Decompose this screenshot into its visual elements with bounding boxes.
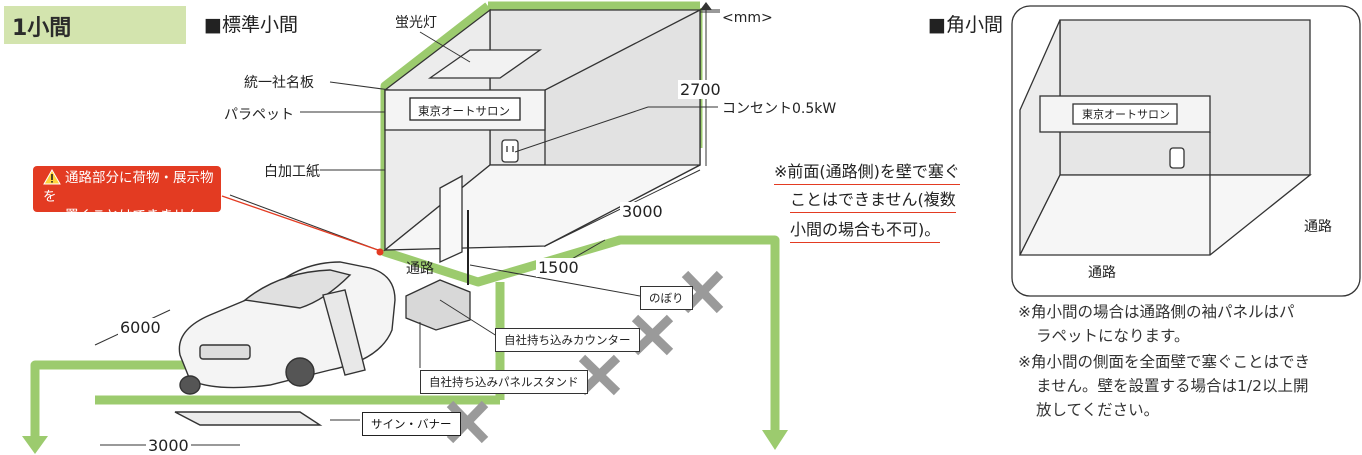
corner-aisle-right: 通路 — [1304, 219, 1332, 235]
arrow-right-down — [762, 430, 788, 450]
warning-line-1: 通路部分に荷物・展示物を — [43, 170, 214, 205]
corner-booth-title: ■角小間 — [928, 14, 1003, 36]
corner-plate — [1072, 103, 1178, 125]
booth-ceiling-light — [427, 49, 543, 79]
warning-pointer-dot — [376, 248, 384, 256]
dim-arrow-top — [700, 2, 712, 10]
warning-line-2: 置くことはできません — [65, 208, 200, 224]
front-note-line-3: 小間の場合も不可)。 — [790, 220, 941, 243]
counter-box — [405, 279, 471, 331]
leader-lines — [229, 31, 718, 421]
outlet-icon — [501, 139, 519, 163]
corner-outlet — [1169, 147, 1185, 169]
label-sign-banner: サイン・バナー — [362, 412, 461, 436]
corner-note-1-line-2: ラペットになります。 — [1036, 327, 1190, 345]
front-note-line-2: ことはできません(複数 — [790, 190, 956, 213]
label-parapet: パラペット — [224, 107, 294, 123]
label-unit: <mm> — [722, 10, 773, 26]
corner-floor — [1018, 174, 1312, 256]
corner-sign-text: 東京オートサロン — [1082, 108, 1170, 121]
section-title-badge — [4, 6, 186, 44]
label-aisle: 通路 — [406, 261, 434, 277]
corner-note-2-line-3: 放してください。 — [1036, 401, 1160, 419]
corner-booth — [1011, 5, 1361, 297]
label-panel-stand: 自社持ち込みパネルスタンド — [420, 370, 588, 394]
cross-marks — [446, 270, 724, 444]
dim-aisle-width: 3000 — [146, 436, 191, 455]
dim-depth-half: 1500 — [536, 258, 581, 277]
corner-note-2-line-2: ません。壁を設置する場合は1/2以上開 — [1036, 377, 1309, 395]
arrow-left-down — [22, 436, 48, 454]
label-banner-flag: のぼり — [640, 286, 693, 310]
warning-triangle-icon — [43, 168, 61, 185]
company-plate — [409, 97, 521, 121]
label-counter: 自社持ち込みカウンター — [495, 328, 640, 352]
label-outlet: コンセント0.5kW — [722, 101, 837, 117]
label-white-paper: 白加工紙 — [264, 164, 320, 180]
label-fluorescent: 蛍光灯 — [395, 15, 437, 31]
standard-booth-title: ■標準小間 — [204, 14, 298, 36]
warning-box: 通路部分に荷物・展示物を 置くことはできません — [33, 166, 221, 224]
dim-height: 2700 — [678, 80, 723, 99]
label-company-plate: 統一社名板 — [244, 75, 314, 91]
corner-aisle-bottom: 通路 — [1088, 265, 1116, 281]
sign-text: 東京オートサロン — [418, 104, 510, 118]
section-title: 1小間 — [12, 16, 72, 41]
corner-note-2-line-1: ※角小間の側面を全面壁で塞ぐことはでき — [1018, 353, 1310, 371]
standard-booth — [383, 8, 701, 331]
front-note-line-1: ※前面(通路側)を壁で塞ぐ — [774, 162, 960, 185]
corner-note-1-line-1: ※角小間の場合は通路側の袖パネルはパ — [1018, 303, 1295, 321]
dim-aisle-length: 6000 — [118, 318, 163, 337]
dim-depth: 3000 — [620, 202, 665, 221]
car — [174, 261, 396, 426]
warning-pointer-line — [221, 195, 379, 251]
panel-stand-board — [439, 174, 463, 264]
